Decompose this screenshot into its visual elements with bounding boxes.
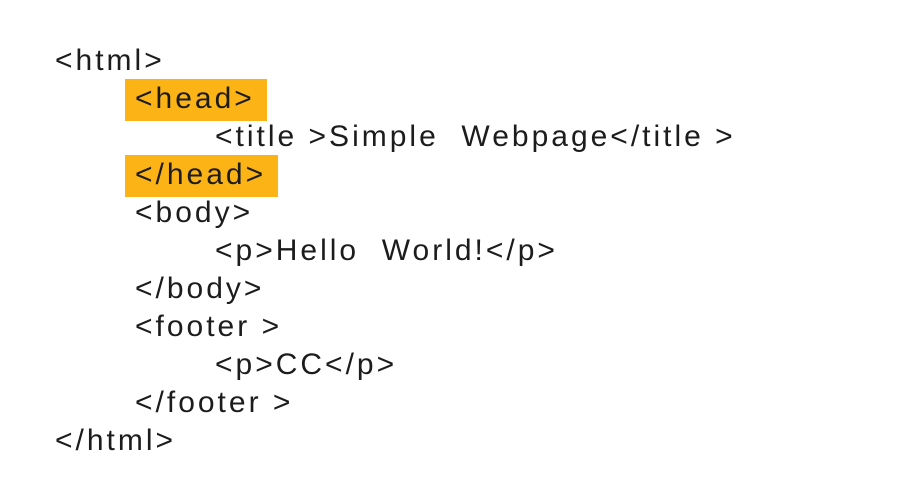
code-line: <p>CC</p> bbox=[0, 346, 736, 384]
code-line: </body> bbox=[0, 270, 736, 308]
code-line: <p>Hello World!</p> bbox=[0, 232, 736, 270]
code-line-text: <body> bbox=[135, 196, 254, 229]
code-line-text: </footer > bbox=[135, 386, 294, 419]
code-line: <body> bbox=[0, 194, 736, 232]
code-line: <html> bbox=[0, 42, 736, 80]
code-line: <title >Simple Webpage</title > bbox=[0, 118, 736, 156]
highlighted-code-line-text: </head> bbox=[125, 155, 279, 197]
code-line-text: <p>CC</p> bbox=[215, 348, 398, 381]
code-line-text: <html> bbox=[55, 44, 165, 77]
highlighted-code-line-text: <head> bbox=[125, 79, 267, 121]
code-line: <footer > bbox=[0, 308, 736, 346]
code-listing: <html><head><title >Simple Webpage</titl… bbox=[0, 42, 736, 460]
code-line-text: </html> bbox=[55, 424, 177, 457]
code-line: <head> bbox=[0, 79, 736, 121]
code-line-text: </body> bbox=[135, 272, 265, 305]
code-line-text: <title >Simple Webpage</title > bbox=[215, 120, 736, 153]
code-line-text: <p>Hello World!</p> bbox=[215, 234, 558, 267]
code-line: </html> bbox=[0, 422, 736, 460]
code-line: </footer > bbox=[0, 384, 736, 422]
code-line: </head> bbox=[0, 155, 736, 197]
code-line-text: <footer > bbox=[135, 310, 283, 343]
